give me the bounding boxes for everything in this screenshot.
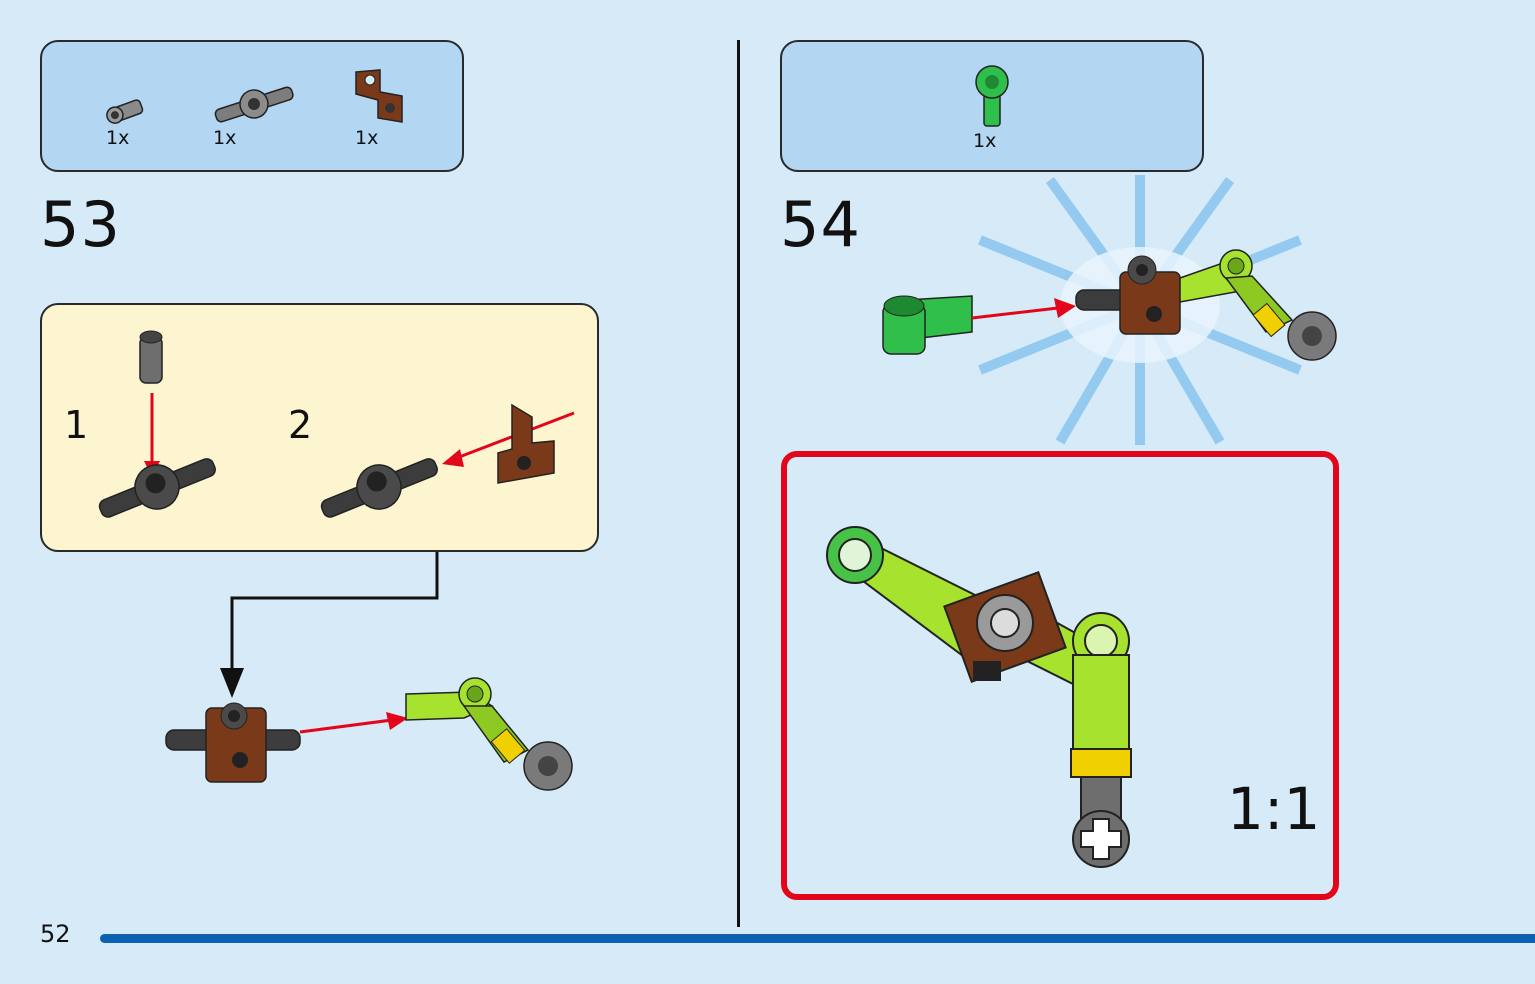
lime-arm-assembly-icon [405,677,573,791]
substep-number-2: 2 [288,403,313,447]
assembled-hub-icon [165,702,301,783]
step-number-54: 54 [780,188,861,261]
brown-bracket-icon [355,69,403,123]
green-angle-connector-icon [882,295,973,355]
part-qty: 1x [973,130,997,152]
pin-connector-icon [106,99,144,124]
part-qty: 1x [106,127,130,149]
assembled-arm-icon [1075,249,1337,361]
axle-pin-hub-icon [320,458,438,518]
parts-list-step-53: 1x 1x 1x [40,40,464,172]
scale-label: 1:1 [1227,775,1321,843]
parts-list-step-54: 1x [780,40,1204,172]
progress-bar [100,934,1535,943]
callout-connector-arrow [220,552,439,698]
page-number: 52 [40,920,71,948]
substep-box: 1 2 [40,303,599,552]
axle-pin-hub-icon [98,458,216,518]
pin-connector-icon [139,330,163,384]
green-angle-connector-icon [975,65,1009,127]
part-qty: 1x [213,127,237,149]
lime-arm-1to1-icon [826,526,1132,868]
step-number-53: 53 [40,188,121,261]
part-qty: 1x [355,127,379,149]
red-arrow-icon [971,298,1076,320]
brown-bracket-icon [497,403,555,484]
page-divider [737,40,740,927]
substep-number-1: 1 [64,403,89,447]
red-arrow-icon [299,712,408,734]
axle-pin-hub-icon [214,86,294,123]
scale-reference-box: 1:1 [781,451,1339,900]
